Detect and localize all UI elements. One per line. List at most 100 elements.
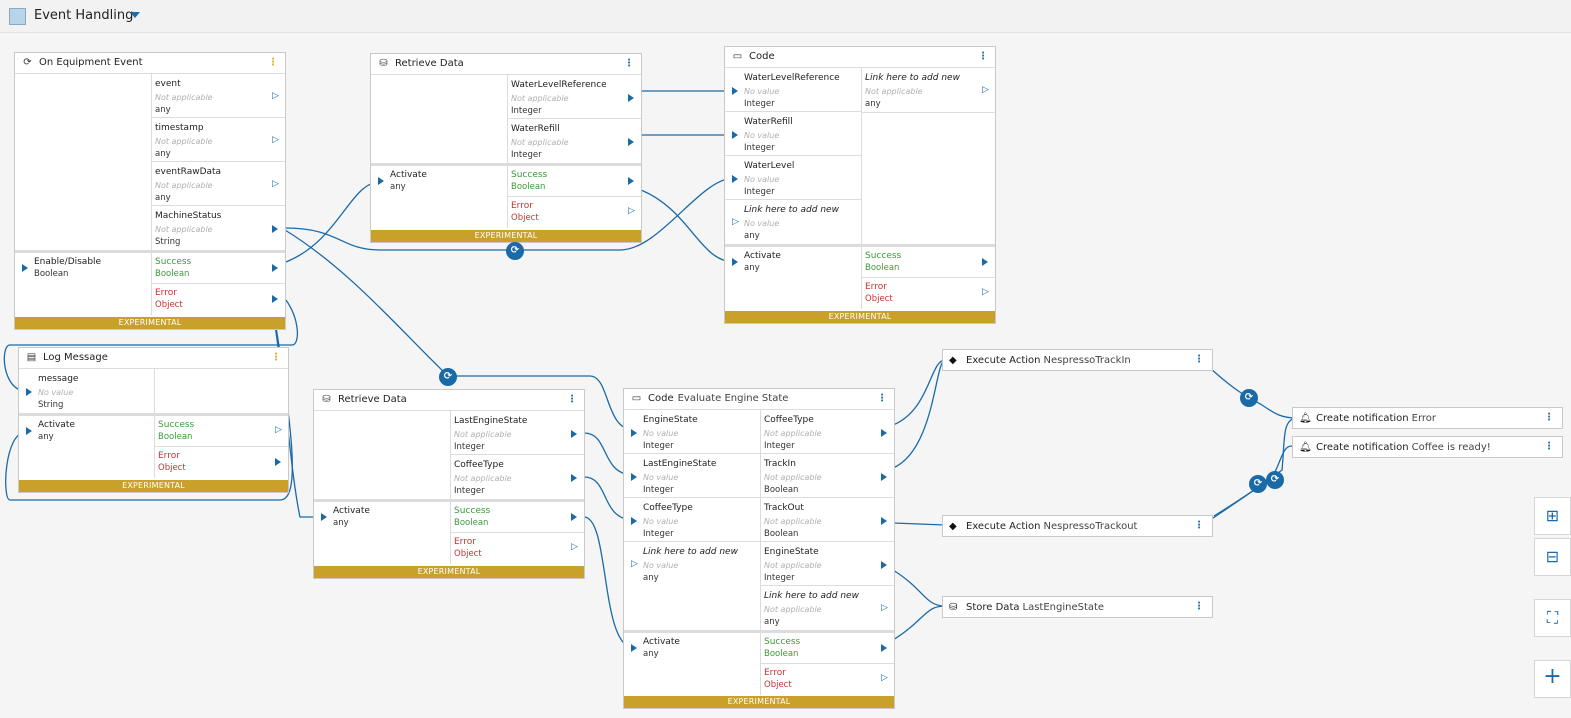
output-port-error[interactable]: Error Object (151, 284, 285, 315)
input-port-add-new[interactable]: ▷ Link here to add new No value any (725, 200, 861, 244)
output-arrow-icon[interactable] (881, 429, 887, 437)
output-port-lastenginestate[interactable]: LastEngineState Not applicable Integer (450, 411, 584, 455)
node-menu-kebab-icon[interactable]: ⋮ (624, 58, 634, 69)
input-arrow-icon[interactable] (378, 177, 384, 185)
node-menu-kebab-icon[interactable]: ⋮ (1544, 441, 1554, 452)
input-port-activate[interactable]: Activate any (371, 166, 507, 197)
output-port-success[interactable]: Success Boolean (861, 247, 995, 278)
node-menu-kebab-icon[interactable]: ⋮ (271, 352, 281, 363)
node-menu-kebab-icon[interactable]: ⋮ (1194, 354, 1204, 365)
input-port-enable-disable[interactable]: Enable/Disable Boolean (15, 253, 151, 284)
output-arrow-icon[interactable] (272, 264, 278, 272)
node-menu-kebab-icon[interactable]: ⋮ (567, 394, 577, 405)
input-port-activate[interactable]: Activate any (624, 633, 760, 664)
input-hollow-arrow-icon[interactable]: ▷ (732, 217, 739, 227)
input-arrow-icon[interactable] (26, 427, 32, 435)
expand-all-button[interactable]: ⊞ (1534, 497, 1571, 535)
output-port-success[interactable]: Success Boolean ▷ (154, 416, 288, 447)
loop-badge-icon[interactable]: ⟳ (1249, 475, 1267, 493)
node-menu-kebab-icon[interactable]: ⋮ (1544, 412, 1554, 423)
input-port-enginestate[interactable]: EngineState No value Integer (624, 410, 760, 454)
output-port-coffeetype[interactable]: CoffeeType Not applicable Integer (450, 455, 584, 499)
output-port-machinestatus[interactable]: MachineStatus Not applicable String (151, 206, 285, 250)
collapse-all-button[interactable]: ⊟ (1534, 538, 1571, 576)
output-hollow-arrow-icon[interactable]: ▷ (275, 425, 282, 435)
output-hollow-arrow-icon[interactable]: ▷ (881, 673, 888, 683)
output-arrow-icon[interactable] (881, 644, 887, 652)
output-port-success[interactable]: Success Boolean (450, 502, 584, 533)
output-port-trackout[interactable]: TrackOut Not applicable Boolean (760, 498, 894, 542)
output-port-error[interactable]: Error Object ▷ (760, 664, 894, 695)
input-hollow-arrow-icon[interactable]: ▷ (631, 559, 638, 569)
input-arrow-icon[interactable] (732, 258, 738, 266)
node-menu-kebab-icon[interactable]: ⋮ (978, 51, 988, 62)
output-arrow-icon[interactable] (628, 177, 634, 185)
output-hollow-arrow-icon[interactable]: ▷ (272, 135, 279, 145)
output-arrow-icon[interactable] (982, 258, 988, 266)
input-port-waterlevelreference[interactable]: WaterLevelReference No value Integer (725, 68, 861, 112)
input-arrow-icon[interactable] (22, 264, 28, 272)
output-arrow-icon[interactable] (881, 561, 887, 569)
output-hollow-arrow-icon[interactable]: ▷ (982, 287, 989, 297)
input-arrow-icon[interactable] (732, 131, 738, 139)
input-arrow-icon[interactable] (631, 517, 637, 525)
input-port-waterrefill[interactable]: WaterRefill No value Integer (725, 112, 861, 156)
input-arrow-icon[interactable] (732, 87, 738, 95)
output-arrow-icon[interactable] (571, 513, 577, 521)
input-arrow-icon[interactable] (732, 175, 738, 183)
output-port-waterrefill[interactable]: WaterRefill Not applicable Integer (507, 119, 641, 163)
output-hollow-arrow-icon[interactable]: ▷ (982, 85, 989, 95)
output-arrow-icon[interactable] (275, 458, 281, 466)
node-menu-kebab-icon[interactable]: ⋮ (1194, 520, 1204, 531)
output-hollow-arrow-icon[interactable]: ▷ (272, 91, 279, 101)
add-node-button[interactable]: + (1534, 660, 1571, 698)
node-menu-kebab-icon[interactable]: ⋮ (877, 393, 887, 404)
output-port-add-new[interactable]: Link here to add new Not applicable any … (861, 68, 995, 244)
output-port-enginestate[interactable]: EngineState Not applicable Integer (760, 542, 894, 586)
output-port-event[interactable]: event Not applicable any ▷ (151, 74, 285, 118)
node-menu-kebab-icon[interactable]: ⋮ (1194, 601, 1204, 612)
output-hollow-arrow-icon[interactable]: ▷ (881, 603, 888, 613)
output-port-waterlevelreference[interactable]: WaterLevelReference Not applicable Integ… (507, 75, 641, 119)
loop-badge-icon[interactable]: ⟳ (1266, 471, 1284, 489)
input-port-coffeetype[interactable]: CoffeeType No value Integer (624, 498, 760, 542)
input-port-activate[interactable]: Activate any (314, 502, 450, 533)
output-port-coffeetype[interactable]: CoffeeType Not applicable Integer (760, 410, 894, 454)
input-port-activate[interactable]: Activate any (19, 416, 154, 447)
input-arrow-icon[interactable] (26, 388, 32, 396)
output-arrow-icon[interactable] (272, 295, 278, 303)
input-arrow-icon[interactable] (321, 513, 327, 521)
fit-view-button[interactable]: ⛶ (1534, 599, 1571, 637)
input-port-message[interactable]: message No value String (19, 369, 154, 413)
output-arrow-icon[interactable] (628, 138, 634, 146)
node-menu-kebab-icon[interactable]: ⋮ (268, 57, 278, 68)
on-equipment-event-node[interactable]: ⟳ On Equipment Event ⋮ event Not applica… (14, 52, 286, 330)
input-arrow-icon[interactable] (631, 473, 637, 481)
output-arrow-icon[interactable] (628, 94, 634, 102)
input-arrow-icon[interactable] (631, 644, 637, 652)
output-port-trackin[interactable]: TrackIn Not applicable Boolean (760, 454, 894, 498)
output-port-success[interactable]: Success Boolean (507, 166, 641, 197)
output-port-error[interactable]: Error Object ▷ (861, 278, 995, 309)
loop-badge-icon[interactable]: ⟳ (1240, 389, 1258, 407)
output-arrow-icon[interactable] (881, 473, 887, 481)
output-port-success[interactable]: Success Boolean (760, 633, 894, 664)
code-node-1[interactable]: ▭ Code ⋮ WaterLevelReference No value In… (724, 46, 996, 324)
retrieve-data-node-1[interactable]: ⛁ Retrieve Data ⋮ WaterLevelReference No… (370, 53, 642, 243)
output-arrow-icon[interactable] (571, 430, 577, 438)
loop-badge-icon[interactable]: ⟳ (439, 368, 457, 386)
log-message-node[interactable]: ▤ Log Message ⋮ message No value String … (18, 347, 289, 493)
output-port-eventrawdata[interactable]: eventRawData Not applicable any ▷ (151, 162, 285, 206)
input-port-lastenginestate[interactable]: LastEngineState No value Integer (624, 454, 760, 498)
page-title[interactable]: Event Handling (34, 8, 134, 23)
output-port-error[interactable]: Error Object ▷ (507, 197, 641, 228)
output-arrow-icon[interactable] (272, 225, 278, 233)
input-port-activate[interactable]: Activate any (725, 247, 861, 278)
output-arrow-icon[interactable] (571, 474, 577, 482)
output-port-error[interactable]: Error Object (154, 447, 288, 478)
